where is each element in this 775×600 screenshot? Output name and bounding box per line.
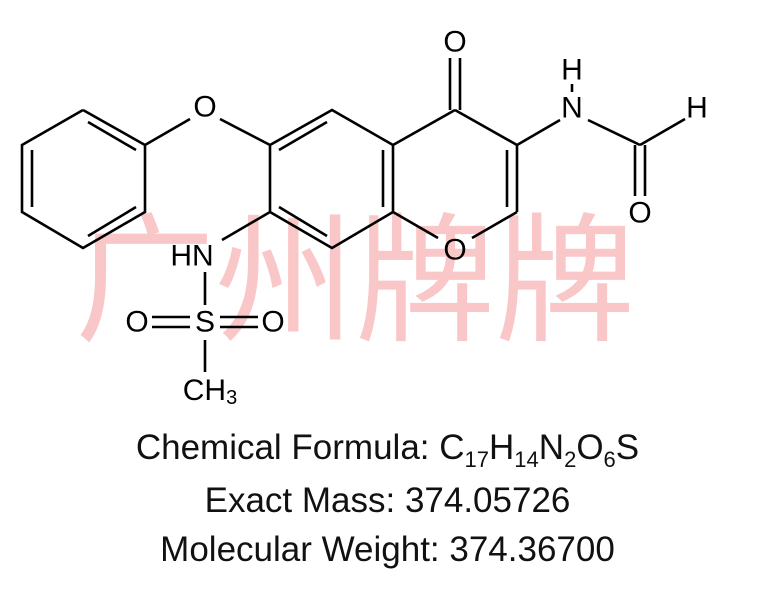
atom-ch3: CH3 — [183, 374, 237, 410]
exact-mass-value: 374.05726 — [404, 481, 571, 520]
atom-hn: HN — [170, 240, 213, 273]
formula-label: Chemical Formula: — [135, 428, 440, 467]
atom-h-formyl: H — [686, 92, 708, 125]
ch3-main: CH — [183, 374, 226, 407]
mw-value: 374.36700 — [449, 530, 615, 569]
formula-h-count: 14 — [514, 447, 539, 472]
atom-o-sulfonyl-right: O — [261, 306, 284, 339]
atom-o-formyl: O — [628, 197, 651, 230]
watermark: 广州牌牌 — [75, 201, 635, 364]
molecular-weight: Molecular Weight: 374.36700 — [0, 530, 775, 570]
atom-h-amide: H — [561, 54, 583, 87]
atom-o-pyran: O — [443, 234, 466, 267]
exact-mass-label: Exact Mass: — [204, 481, 405, 520]
bonds — [20, 58, 686, 372]
exact-mass: Exact Mass: 374.05726 — [0, 481, 775, 521]
formula-o-count: 6 — [603, 447, 616, 472]
atom-o-ketone: O — [443, 26, 466, 59]
ch3-subscript: 3 — [226, 387, 237, 409]
atom-n-amide: N — [561, 92, 583, 125]
formula-n-count: 2 — [564, 447, 577, 472]
formula-c-count: 17 — [464, 447, 490, 472]
mw-label: Molecular Weight: — [160, 530, 450, 569]
chemical-formula: Chemical Formula: C17H14N2O6S — [135, 428, 640, 472]
atom-s: S — [195, 306, 215, 339]
atom-o-sulfonyl-left: O — [125, 306, 148, 339]
atom-o-bridge: O — [193, 91, 216, 124]
atom-labels: O O O H N H O HN S O O CH3 — [125, 26, 708, 410]
